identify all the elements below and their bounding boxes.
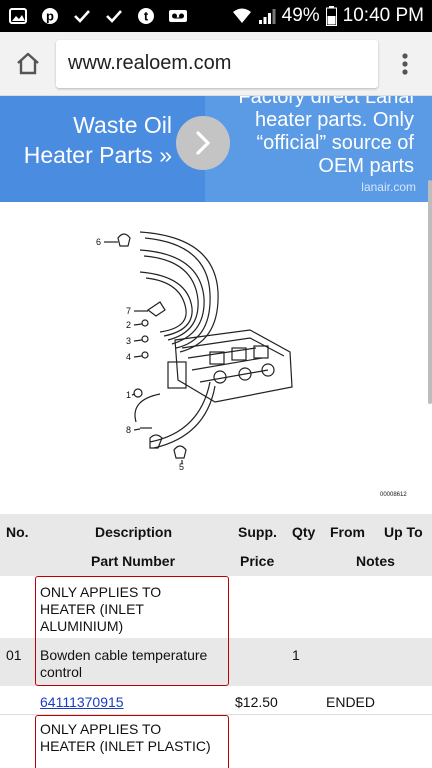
svg-text:t: t — [144, 9, 149, 24]
row-no: 01 — [6, 647, 22, 663]
url-text: www.realoem.com — [68, 52, 232, 74]
ad-next-button[interactable] — [176, 116, 230, 170]
tumblr-icon: t — [136, 6, 156, 26]
callout-7: 7 — [126, 306, 131, 316]
ad-headline[interactable]: Waste Oil Heater Parts » — [23, 112, 172, 168]
header-from: From — [330, 524, 365, 540]
header-supp: Supp. — [238, 524, 277, 540]
callout-1: 1 — [126, 390, 131, 400]
battery-icon — [325, 6, 337, 26]
gallery-icon — [8, 6, 28, 26]
url-bar[interactable]: www.realoem.com — [56, 39, 378, 88]
diagram-code: 00008612 — [380, 492, 407, 498]
header-price: Price — [240, 553, 275, 569]
table-row: ONLY APPLIES TO HEATER (INLET ALUMINIUM)… — [0, 576, 432, 714]
home-icon — [17, 52, 39, 74]
parts-table: No. Description Supp. Qty From Up To Par… — [0, 514, 432, 768]
wifi-icon — [232, 7, 252, 25]
status-bar: p t 49% 10:40 PM — [0, 0, 432, 32]
callout-6: 6 — [96, 237, 101, 247]
applies-note: ONLY APPLIES TO HEATER (INLET PLASTIC) — [40, 721, 211, 754]
header-up-to: Up To — [384, 524, 423, 540]
ad-source: lanair.com — [361, 180, 416, 194]
chevron-right-icon — [196, 131, 211, 155]
applies-note: ONLY APPLIES TO HEATER (INLET ALUMINIUM) — [40, 584, 162, 634]
table-row: ONLY APPLIES TO HEATER (INLET PLASTIC) — [0, 714, 432, 768]
row-price: $12.50 — [235, 694, 278, 710]
parts-diagram[interactable]: 6 7 2 3 4 1 8 5 00008612 — [0, 202, 432, 512]
overflow-menu-button[interactable] — [378, 32, 432, 96]
header-qty: Qty — [292, 524, 316, 540]
callout-8: 8 — [126, 425, 131, 435]
page-scrollbar[interactable] — [428, 180, 432, 404]
applies-note-box — [35, 715, 229, 768]
header-notes: Notes — [356, 553, 395, 569]
svg-text:p: p — [46, 9, 54, 24]
row-description: Bowden cable temperature control — [40, 647, 208, 680]
table-header: No. Description Supp. Qty From Up To Par… — [0, 514, 432, 576]
callout-3: 3 — [126, 336, 131, 346]
callout-5: 5 — [179, 462, 184, 472]
callout-4: 4 — [126, 352, 131, 362]
more-vert-icon — [402, 52, 408, 75]
header-part-number: Part Number — [91, 553, 176, 569]
header-description: Description — [95, 524, 173, 540]
ad-description[interactable]: Factory direct Lanai heater parts. Only … — [205, 96, 432, 202]
row-up-to: ENDED — [326, 694, 376, 710]
header-no: No. — [6, 524, 29, 540]
applies-note-box — [35, 576, 229, 686]
browser-toolbar: www.realoem.com — [0, 32, 432, 96]
pinterest-icon: p — [40, 6, 60, 26]
check-icon — [104, 6, 124, 26]
home-button[interactable] — [0, 32, 56, 96]
signal-icon — [258, 7, 276, 25]
part-number-link[interactable]: 64111370915 — [40, 694, 124, 710]
battery-percent: 49% — [281, 5, 320, 26]
clock: 10:40 PM — [342, 5, 424, 26]
callout-2: 2 — [126, 320, 131, 330]
voicemail-icon — [168, 6, 188, 26]
row-qty: 1 — [292, 647, 300, 663]
check-icon — [72, 6, 92, 26]
